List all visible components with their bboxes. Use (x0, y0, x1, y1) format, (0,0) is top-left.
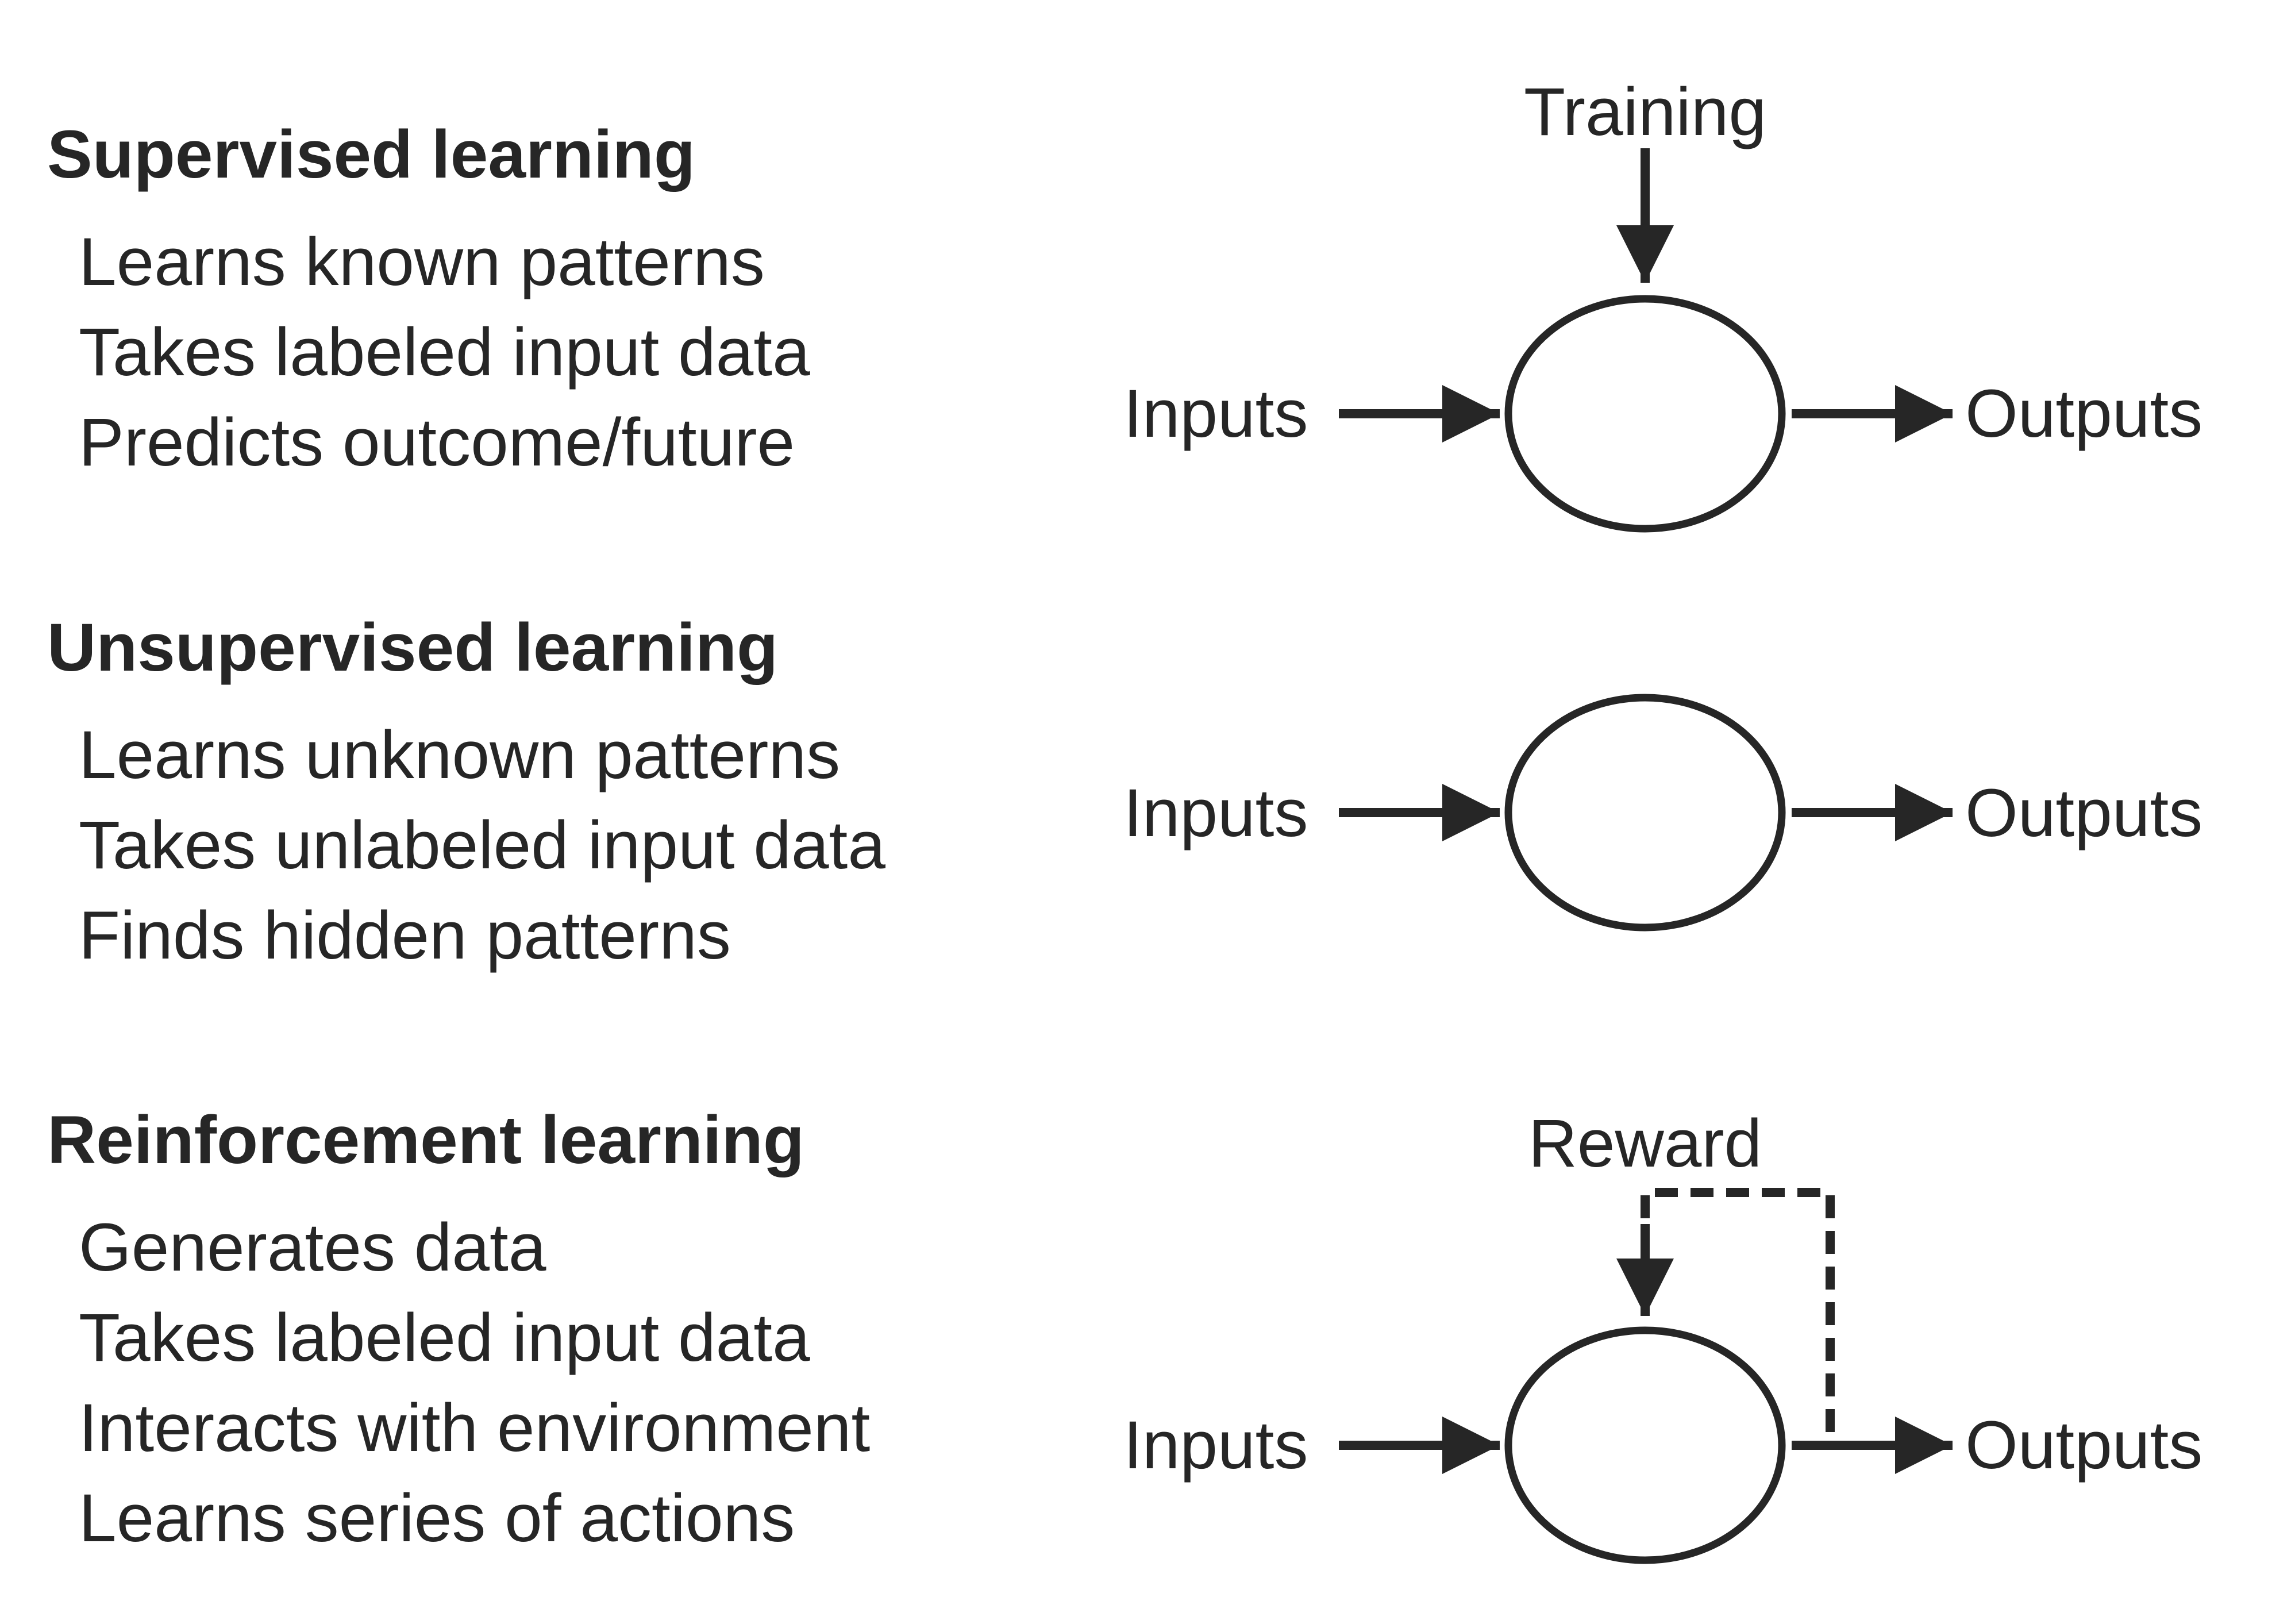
feature-list: Learns known patterns Takes labeled inpu… (47, 217, 810, 488)
feature-item: Learns unknown patterns (79, 717, 841, 793)
feature-item: Finds hidden patterns (79, 898, 731, 973)
inputs-label: Inputs (1123, 376, 1308, 452)
reinforcement-diagram: Reward Inputs Outputs (1123, 1106, 2202, 1564)
feature-list: Learns unknown patterns Takes unlabeled … (47, 710, 885, 981)
model-node (1504, 1326, 1786, 1564)
model-node (1504, 295, 1786, 533)
feature-list: Generates data Takes labeled input data … (47, 1203, 870, 1564)
supervised-diagram: Training Inputs Outputs (1123, 74, 2202, 533)
feature-item: Takes unlabeled input data (79, 807, 885, 883)
feature-item: Learns series of actions (79, 1480, 795, 1556)
outputs-label: Outputs (1965, 1407, 2202, 1483)
feature-item: Takes labeled input data (79, 314, 810, 390)
reward-feedback-loop (1641, 1188, 1835, 1432)
section-title: Supervised learning (47, 117, 695, 193)
section-title: Unsupervised learning (47, 610, 779, 686)
outputs-label: Outputs (1965, 775, 2202, 851)
feature-item: Learns known patterns (79, 224, 765, 300)
feature-item: Generates data (79, 1210, 546, 1286)
section-title: Reinforcement learning (47, 1102, 804, 1178)
outputs-label: Outputs (1965, 376, 2202, 452)
feature-item: Predicts outcome/future (79, 405, 795, 480)
inputs-label: Inputs (1123, 1407, 1308, 1483)
reinforcement-section: Reinforcement learning Generates data Ta… (47, 1106, 870, 1564)
feature-item: Interacts with environment (79, 1390, 871, 1466)
reward-label: Reward (1528, 1106, 1762, 1182)
supervised-section: Supervised learning Learns known pattern… (47, 121, 810, 488)
feature-item: Takes labeled input data (79, 1300, 810, 1376)
unsupervised-section: Unsupervised learning Learns unknown pat… (47, 614, 885, 981)
model-node (1504, 694, 1786, 932)
inputs-label: Inputs (1123, 775, 1308, 851)
training-label: Training (1524, 74, 1766, 150)
unsupervised-diagram: Inputs Outputs (1123, 694, 2202, 932)
